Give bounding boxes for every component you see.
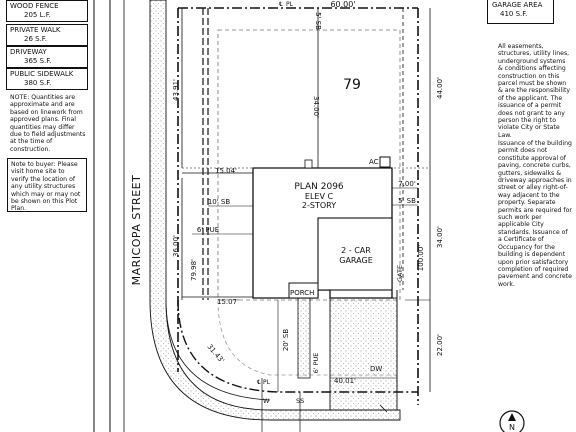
dim-pue-left: 6' PUE bbox=[197, 226, 219, 234]
dim-curve-radius: 79.98' bbox=[190, 259, 198, 281]
property-line-front bbox=[177, 299, 418, 393]
dim-front-left: 15.04' bbox=[215, 167, 237, 175]
pue-line bbox=[217, 299, 400, 376]
quantity-value: 26 S.F. bbox=[24, 34, 47, 43]
garage-label: 2 - CAR bbox=[341, 246, 371, 255]
north-arrow-circle bbox=[499, 410, 525, 432]
dim-pue-front: 6' PUE bbox=[312, 353, 320, 374]
plan-name: PLAN 2096 bbox=[294, 182, 344, 192]
pl-top-symbol: ℄ bbox=[279, 1, 283, 8]
dim-right-sb: 5' SB bbox=[398, 197, 416, 205]
plan-elevation: ELEV C bbox=[305, 192, 334, 201]
easements-note: All easements, structures, utility lines… bbox=[498, 43, 571, 139]
north-arrow-icon bbox=[508, 413, 516, 421]
dim-left-mid: 36.00' bbox=[172, 235, 180, 257]
bay-window bbox=[304, 159, 313, 169]
dim-right-offset: 7.00' bbox=[398, 180, 416, 188]
quantity-label: DRIVEWAY bbox=[10, 48, 47, 56]
public-sidewalk bbox=[149, 0, 401, 421]
garage-area-label: GARAGE AREA bbox=[492, 1, 543, 9]
garage-area-value: 410 S.F. bbox=[500, 9, 528, 18]
pl-top-label: PL bbox=[286, 1, 294, 8]
street-name: MARICOPA STREET bbox=[130, 175, 143, 286]
dim-right-mid: 34.00' bbox=[436, 226, 444, 248]
quantity-label: WOOD FENCE bbox=[10, 2, 59, 10]
dim-driveway-width: 40.01' bbox=[334, 377, 356, 385]
gate-label: GATE bbox=[396, 265, 404, 282]
curb-return-line bbox=[165, 299, 271, 401]
plan-stories: 2-STORY bbox=[302, 201, 336, 210]
quantity-box-public-sidewalk: PUBLIC SIDEWALK 380 S.F. bbox=[6, 68, 88, 90]
dim-left-depth: 43.91' bbox=[172, 79, 180, 101]
quantity-value: 365 S.F. bbox=[24, 56, 52, 65]
driveway bbox=[329, 297, 398, 411]
ac-unit bbox=[379, 156, 391, 168]
utility-mark bbox=[379, 404, 388, 413]
dw-label: DW bbox=[370, 365, 382, 373]
quantity-label: PRIVATE WALK bbox=[10, 26, 61, 34]
lot-number: 79 bbox=[343, 77, 361, 93]
quantity-box-private-walk: PRIVATE WALK 26 S.F. bbox=[6, 24, 88, 46]
quantities-note: NOTE: Quantities are approximate and are… bbox=[10, 94, 86, 153]
quantity-box-driveway: DRIVEWAY 365 S.F. bbox=[6, 46, 88, 68]
pl-bottom-symbol: ℄ bbox=[257, 379, 261, 386]
buyer-note: Note to buyer: Please visit home site to… bbox=[11, 161, 81, 213]
quantity-value: 205 L.F. bbox=[24, 10, 51, 19]
permit-note: Issuance of the building permit does not… bbox=[498, 140, 572, 288]
garage-footprint bbox=[317, 217, 393, 291]
quantity-label: PUBLIC SIDEWALK bbox=[10, 70, 74, 78]
dim-garage-depth: 100.00' bbox=[417, 245, 425, 271]
dim-top-sb: 5' SB bbox=[314, 12, 322, 30]
quantity-box-fence: WOOD FENCE 205 L.F. bbox=[6, 0, 88, 22]
dim-top-width: 60.00' bbox=[330, 0, 355, 9]
pl-bottom-label: PL bbox=[263, 379, 271, 386]
private-walk bbox=[297, 297, 311, 379]
dim-rear-yard: 34.00' bbox=[312, 96, 320, 118]
dim-curb-arc: 31.43' bbox=[205, 343, 225, 365]
dim-front-bottom: 15.07' bbox=[217, 298, 239, 306]
dim-left-sb: 10' SB bbox=[208, 198, 231, 206]
sewer-label: SS bbox=[296, 397, 304, 405]
quantity-value: 380 S.F. bbox=[24, 78, 52, 87]
garage-label-2: GARAGE bbox=[339, 256, 373, 265]
porch-label: PORCH bbox=[290, 289, 314, 297]
ac-label: AC bbox=[369, 158, 379, 166]
north-label: N bbox=[509, 423, 515, 432]
dim-right-lower: 22.00' bbox=[436, 334, 444, 356]
water-label: W bbox=[263, 397, 270, 405]
garage-area-box: GARAGE AREA 410 S.F. bbox=[487, 0, 554, 24]
dim-front-sb: 20' SB bbox=[282, 329, 290, 352]
buyer-note-box: Note to buyer: Please visit home site to… bbox=[7, 158, 87, 212]
dim-right-upper: 44.00' bbox=[436, 77, 444, 99]
